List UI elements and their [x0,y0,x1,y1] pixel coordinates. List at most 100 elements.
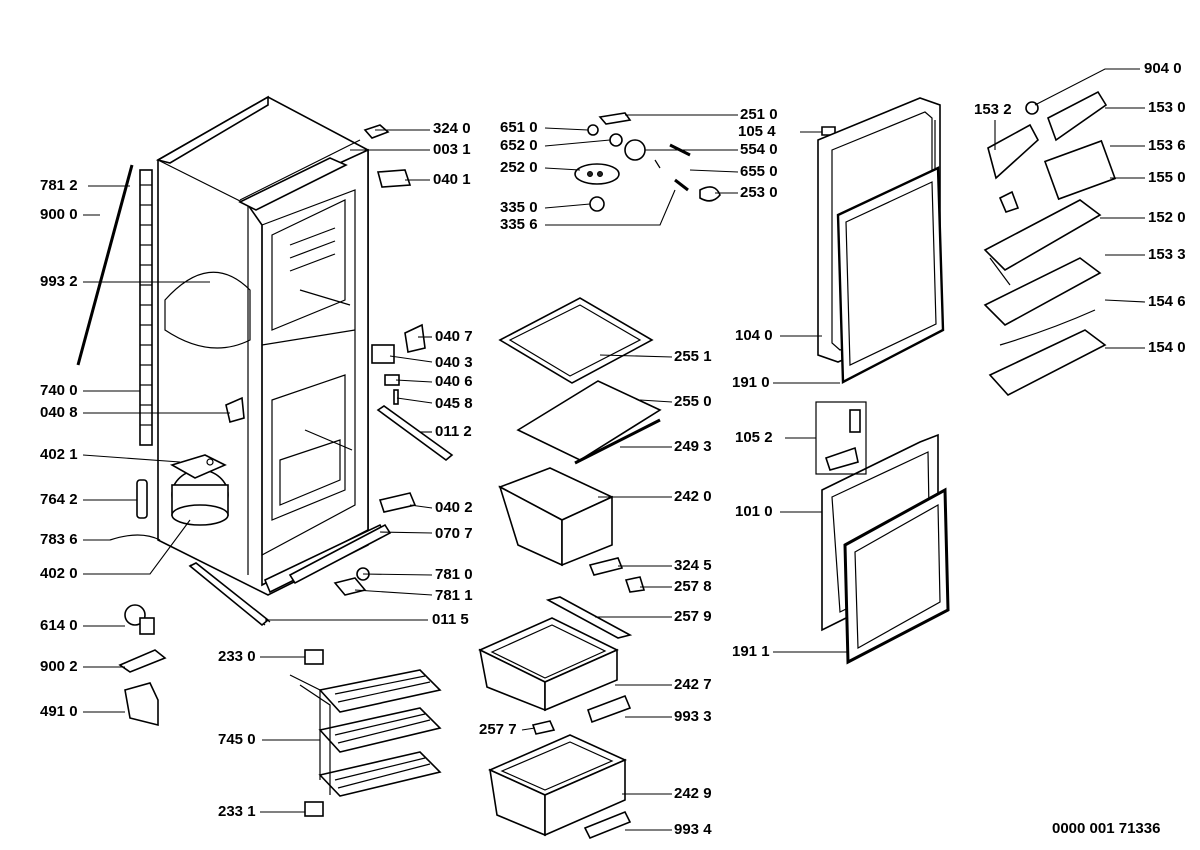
bracket-040-7 [404,323,426,353]
strip-249-3 [574,418,661,465]
label-011-5: 011 5 [432,611,469,628]
label-900-0: 900 0 [40,206,78,223]
label-233-0: 233 0 [218,648,256,665]
cover-324-5 [588,557,624,576]
label-011-2: 011 2 [435,423,472,440]
drawer-242-9 [488,734,627,837]
label-335-6: 335 6 [500,216,538,233]
clip-257-8 [624,576,646,593]
label-154-6: 154 6 [1148,293,1186,310]
label-152-0: 152 0 [1148,209,1186,226]
label-993-4: 993 4 [674,821,712,838]
label-191-1: 191 1 [732,643,770,660]
label-655-0: 655 0 [740,163,778,180]
label-781-0: 781 0 [435,566,473,583]
label-242-9: 242 9 [674,785,712,802]
label-257-8: 257 8 [674,578,712,595]
label-154-0: 154 0 [1148,339,1186,356]
label-324-0: 324 0 [433,120,471,137]
label-105-2: 105 2 [735,429,773,446]
strip-011-2 [376,405,454,462]
label-003-1: 003 1 [433,141,471,158]
leader-lines [82,68,1146,831]
hinge-040-3 [371,344,395,364]
bracket-040-2 [378,492,417,513]
gasket-191-0 [836,166,945,384]
label-740-0: 740 0 [40,382,78,399]
grille-781-1 [333,577,367,596]
bracket-040-8 [225,396,245,423]
label-040-2: 040 2 [435,499,473,516]
label-255-1: 255 1 [674,348,712,365]
label-153-3: 153 3 [1148,246,1186,263]
cover-993-3 [586,694,632,724]
tube-loop [109,534,161,541]
label-040-3: 040 3 [435,354,473,371]
evaporator-outline [164,271,251,349]
clip-900-2 [118,649,167,673]
label-251-0: 251 0 [740,106,778,123]
glass-255-0 [516,380,662,461]
label-402-1: 402 1 [40,446,78,463]
label-745-0: 745 0 [218,731,256,748]
label-191-0: 191 0 [732,374,770,391]
drawer-242-7 [478,617,619,712]
label-402-0: 402 0 [40,565,78,582]
hinge-324-0 [363,124,390,139]
label-153-2: 153 2 [974,101,1012,118]
label-155-0: 155 0 [1148,169,1186,186]
hinge-040-1 [376,169,412,188]
label-249-3: 249 3 [674,438,712,455]
clip-257-7 [531,720,556,735]
label-554-0: 554 0 [740,141,778,158]
label-040-1: 040 1 [433,171,471,188]
label-153-6: 153 6 [1148,137,1186,154]
filter-dryer [136,479,148,519]
label-900-2: 900 2 [40,658,78,675]
label-040-7: 040 7 [435,328,473,345]
label-257-9: 257 9 [674,608,712,625]
clip-233-0 [304,649,324,665]
label-324-5: 324 5 [674,557,712,574]
label-491-0: 491 0 [40,703,78,720]
pin-045-8 [393,389,399,405]
label-614-0: 614 0 [40,617,78,634]
heater-rod [76,164,134,366]
label-993-3: 993 3 [674,708,712,725]
label-781-2: 781 2 [40,177,78,194]
gasket-191-1 [843,487,950,665]
label-242-0: 242 0 [674,488,712,505]
label-045-8: 045 8 [435,395,473,412]
drawing-reference-number: 0000 001 71336 [1052,820,1161,837]
label-105-4: 105 4 [738,123,776,140]
label-040-8: 040 8 [40,404,78,421]
label-255-0: 255 0 [674,393,712,410]
label-781-1: 781 1 [435,587,473,604]
shelf-255-1 [498,297,654,384]
label-040-6: 040 6 [435,373,473,390]
label-153-0: 153 0 [1148,99,1186,116]
condenser [139,169,153,446]
label-252-0: 252 0 [500,159,538,176]
label-101-0: 101 0 [735,503,773,520]
label-904-0: 904 0 [1144,60,1182,77]
label-652-0: 652 0 [500,137,538,154]
label-104-0: 104 0 [735,327,773,344]
control-parts [574,112,836,212]
wire-shelves [289,669,442,797]
label-070-7: 070 7 [435,525,473,542]
door-bins [983,90,1117,396]
cover-491-0 [124,682,159,727]
label-764-2: 764 2 [40,491,78,508]
kick-plate-070-7 [288,523,392,585]
label-253-0: 253 0 [740,184,778,201]
label-993-2: 993 2 [40,273,78,290]
label-233-1: 233 1 [218,803,256,820]
label-651-0: 651 0 [500,119,538,136]
cover-993-4 [583,810,632,840]
compressor [169,454,229,526]
clip-233-1 [304,801,324,817]
label-257-7: 257 7 [479,721,517,738]
label-242-7: 242 7 [674,676,712,693]
